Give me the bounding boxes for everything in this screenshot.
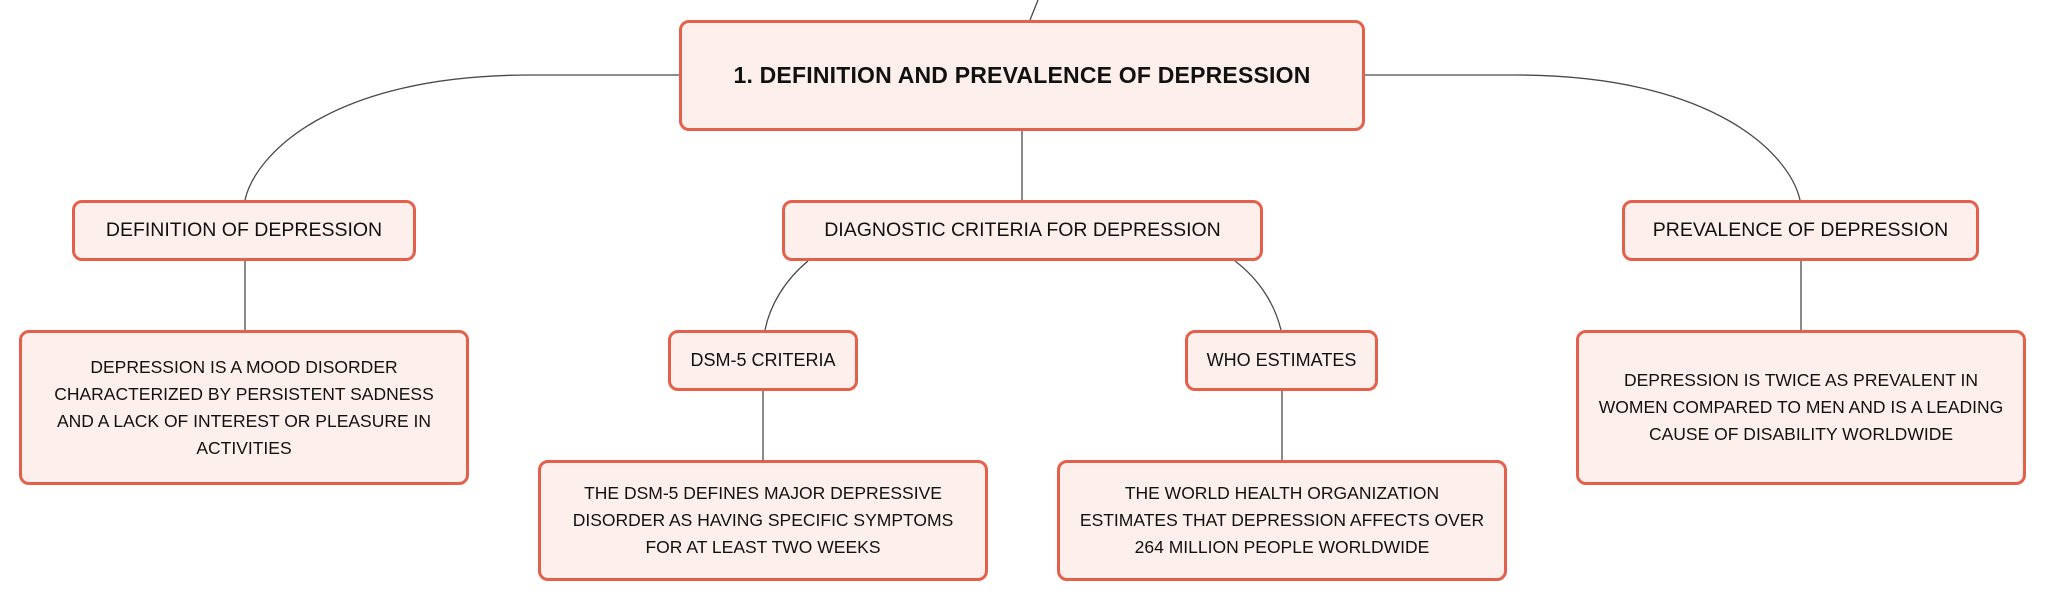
detail-node-who[interactable]: THE WORLD HEALTH ORGANIZATION ESTIMATES … bbox=[1057, 460, 1507, 581]
detail-node-text: DEPRESSION IS TWICE AS PREVALENT IN WOME… bbox=[1598, 370, 2004, 444]
subtopic-node-dsm5-criteria[interactable]: DSM-5 CRITERIA bbox=[668, 330, 858, 391]
topic-node-label: DIAGNOSTIC CRITERIA FOR DEPRESSION bbox=[824, 219, 1221, 241]
topic-node-label: DEFINITION OF DEPRESSION bbox=[105, 219, 383, 241]
subtopic-node-label: DSM-5 CRITERIA bbox=[690, 350, 836, 370]
topic-node-label: PREVALENCE OF DEPRESSION bbox=[1652, 219, 1949, 241]
detail-node-prevalence[interactable]: DEPRESSION IS TWICE AS PREVALENT IN WOME… bbox=[1576, 330, 2026, 485]
subtopic-node-label: WHO ESTIMATES bbox=[1206, 350, 1357, 370]
detail-node-text: THE DSM-5 DEFINES MAJOR DEPRESSIVE DISOR… bbox=[572, 483, 954, 557]
detail-node-dsm5[interactable]: THE DSM-5 DEFINES MAJOR DEPRESSIVE DISOR… bbox=[538, 460, 988, 581]
connector-root-to-prevalence bbox=[1365, 74, 1801, 201]
root-node[interactable]: 1. DEFINITION AND PREVALENCE OF DEPRESSI… bbox=[679, 20, 1365, 131]
topic-node-definition[interactable]: DEFINITION OF DEPRESSION bbox=[72, 200, 416, 261]
root-node-label: 1. DEFINITION AND PREVALENCE OF DEPRESSI… bbox=[733, 62, 1311, 88]
connector-parent-to-root bbox=[1029, 0, 1039, 21]
detail-node-definition[interactable]: DEPRESSION IS A MOOD DISORDER CHARACTERI… bbox=[19, 330, 469, 485]
detail-node-text: DEPRESSION IS A MOOD DISORDER CHARACTERI… bbox=[54, 356, 434, 458]
connector-root-to-definition bbox=[244, 74, 679, 201]
subtopic-node-who-estimates[interactable]: WHO ESTIMATES bbox=[1185, 330, 1378, 391]
topic-node-prevalence[interactable]: PREVALENCE OF DEPRESSION bbox=[1622, 200, 1979, 261]
detail-node-text: THE WORLD HEALTH ORGANIZATION ESTIMATES … bbox=[1079, 483, 1485, 557]
connector-diagnostic-to-dsm5 bbox=[764, 260, 809, 331]
topic-node-diagnostic-criteria[interactable]: DIAGNOSTIC CRITERIA FOR DEPRESSION bbox=[782, 200, 1263, 261]
connector-diagnostic-to-who bbox=[1234, 260, 1282, 331]
